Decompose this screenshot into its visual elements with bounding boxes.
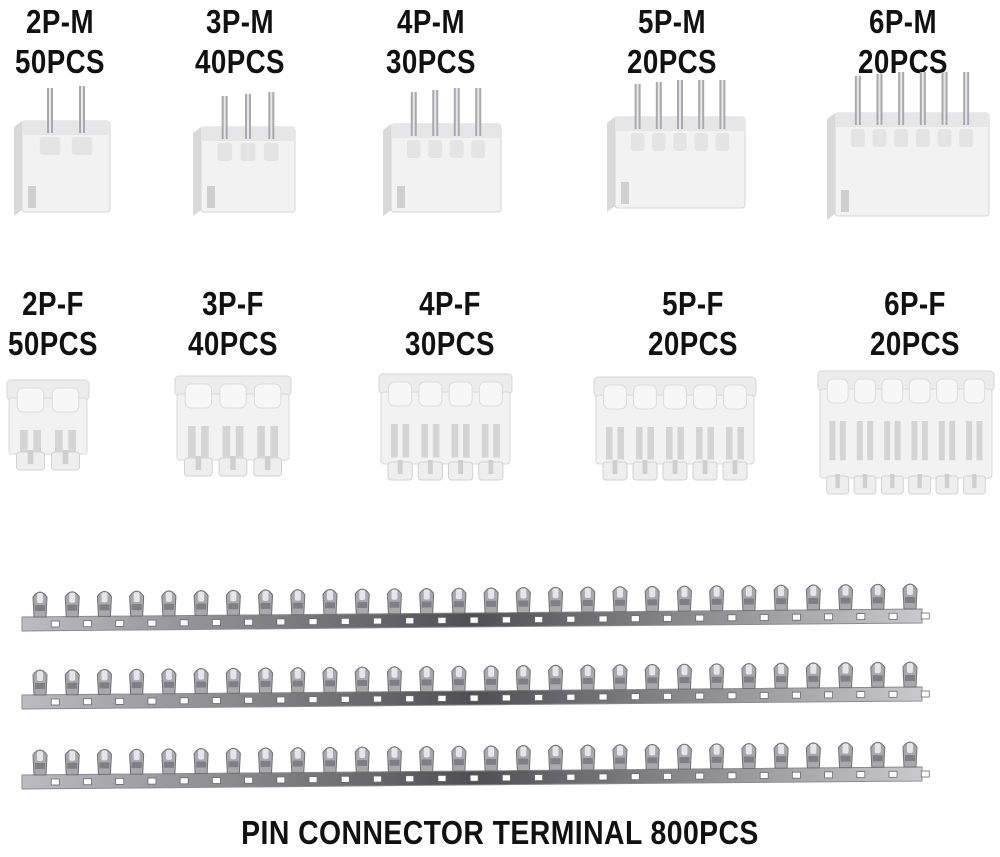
female-label-6p: 6P-F 20PCS <box>869 284 961 364</box>
female-label-4p: 4P-F 30PCS <box>404 284 496 364</box>
female-connector-2p <box>5 372 91 472</box>
female-type: 2P-F <box>22 285 84 322</box>
female-type: 4P-F <box>419 285 481 322</box>
male-type: 6P-M <box>869 3 937 40</box>
male-qty: 30PCS <box>386 43 476 80</box>
male-connector-2p <box>14 84 111 216</box>
male-type: 2P-M <box>26 3 94 40</box>
female-qty: 40PCS <box>188 325 278 362</box>
male-type: 3P-M <box>206 3 274 40</box>
terminal-strip <box>21 661 930 710</box>
male-connector-5p <box>607 80 746 212</box>
male-qty: 20PCS <box>627 43 717 80</box>
male-label-5p: 5P-M 20PCS <box>626 2 718 82</box>
male-label-4p: 4P-M 30PCS <box>385 2 477 82</box>
female-type: 6P-F <box>884 285 946 322</box>
male-type: 4P-M <box>397 3 465 40</box>
male-label-2p: 2P-M 50PCS <box>14 2 106 82</box>
male-qty: 40PCS <box>195 43 285 80</box>
terminal-strip <box>21 583 930 632</box>
male-qty: 50PCS <box>15 43 105 80</box>
male-label-3p: 3P-M 40PCS <box>194 2 286 82</box>
female-connector-3p <box>173 366 293 478</box>
male-type: 5P-M <box>638 3 706 40</box>
female-type: 3P-F <box>202 285 264 322</box>
female-label-3p: 3P-F 40PCS <box>187 284 279 364</box>
terminal-strip <box>21 741 930 790</box>
female-label-2p: 2P-F 50PCS <box>7 284 99 364</box>
female-label-5p: 5P-F 20PCS <box>647 284 739 364</box>
female-qty: 30PCS <box>405 325 495 362</box>
male-connector-4p <box>383 88 502 216</box>
female-qty: 20PCS <box>648 325 738 362</box>
female-qty: 20PCS <box>870 325 960 362</box>
female-connector-4p <box>377 362 514 482</box>
caption-text: PIN CONNECTOR TERMINAL 800PCS <box>241 814 759 851</box>
female-type: 5P-F <box>662 285 724 322</box>
male-connector-3p <box>193 92 296 216</box>
female-qty: 50PCS <box>8 325 98 362</box>
female-connector-5p <box>592 366 758 482</box>
female-connector-6p <box>816 356 996 496</box>
male-connector-6p <box>827 72 990 220</box>
